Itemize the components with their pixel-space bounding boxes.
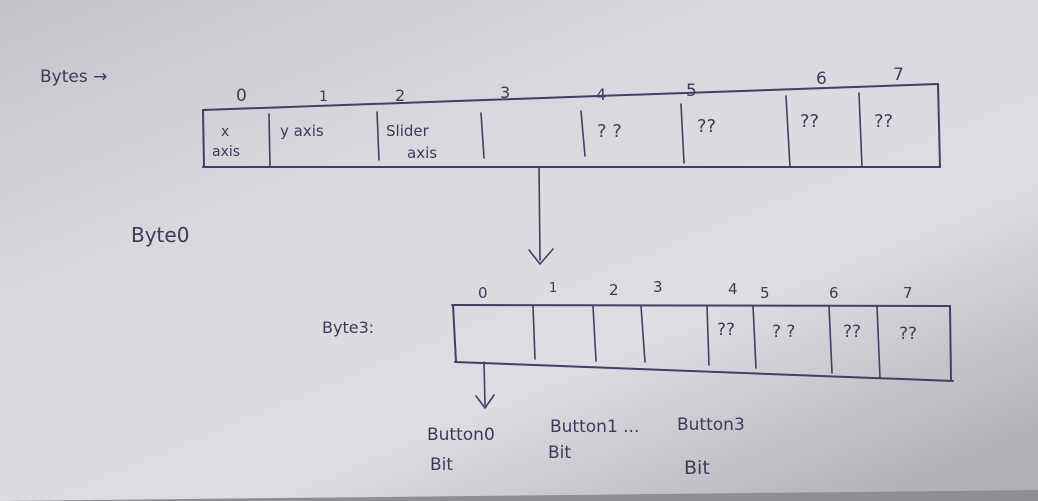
byte3-index-5: 5 <box>760 284 770 302</box>
bytes-cell-0-line2: axis <box>212 144 240 160</box>
bytes-divider-4 <box>580 110 586 157</box>
byte3-cell-7: ?? <box>899 324 917 344</box>
byte3-index-0: 0 <box>478 284 488 302</box>
bytes-index-3: 3 <box>500 83 510 102</box>
byte3-index-1: 1 <box>549 281 557 296</box>
bytes-index-7: 7 <box>893 65 904 85</box>
bytes-table <box>202 83 941 168</box>
bytes-divider-2 <box>376 111 380 161</box>
bytes-divider-7 <box>858 92 863 168</box>
bytes-cell-0-line1: x <box>221 124 229 140</box>
bytes-table-right-border <box>937 83 941 168</box>
byte3-cell-6: ?? <box>843 322 861 342</box>
bytes-table-top-border <box>202 83 939 111</box>
byte0-label: Byte0 <box>131 223 189 247</box>
byte3-table-bottom-border <box>454 361 954 382</box>
bytes-cell-1-line1: y axis <box>280 122 324 140</box>
button3-bit-label: Bit <box>684 457 710 479</box>
byte3-divider-5 <box>752 305 757 369</box>
down-arrow-to-byte3 <box>528 167 554 265</box>
bytes-cell-5-line1: ?? <box>697 116 716 137</box>
bytes-cell-7-line1: ?? <box>874 111 893 132</box>
byte3-index-4: 4 <box>728 280 738 298</box>
bytes-index-2: 2 <box>395 86 405 105</box>
byte3-divider-6 <box>828 305 833 374</box>
bytes-index-6: 6 <box>816 69 827 89</box>
byte3-index-3: 3 <box>653 278 663 296</box>
byte3-cell-texts: ?? ? ? ?? ?? <box>717 320 917 344</box>
bytes-cell-4-line1: ? ? <box>597 121 622 142</box>
byte3-divider-4 <box>706 305 710 366</box>
bytes-cell-texts: x axis y axis Slider axis ? ? ?? ?? ?? <box>212 111 893 162</box>
byte3-cell-5: ? ? <box>772 322 795 342</box>
button-labels: Button0 Bit Button1 ... Bit Button3 Bit <box>427 415 745 479</box>
byte3-table-top-border <box>451 304 951 307</box>
byte3-index-labels: 0 1 2 3 4 5 6 7 <box>478 278 913 302</box>
bytes-table-left-border <box>202 109 205 168</box>
byte3-divider-7 <box>876 305 881 379</box>
button3-label: Button3 <box>677 415 745 435</box>
byte3-divider-1 <box>532 305 536 360</box>
byte3-table-right-border <box>949 305 952 381</box>
button1-label: Button1 ... <box>550 417 639 437</box>
bytes-index-4: 4 <box>596 85 606 104</box>
down-arrow-to-button0 <box>475 361 495 409</box>
bytes-index-1: 1 <box>319 89 328 105</box>
bytes-divider-6 <box>785 95 791 168</box>
bytes-cell-2-line2: axis <box>407 144 437 162</box>
bytes-cell-2-line1: Slider <box>386 122 430 140</box>
byte3-divider-3 <box>640 305 646 363</box>
bytes-divider-3 <box>480 112 485 159</box>
button0-bit-label: Bit <box>430 455 453 475</box>
byte3-table-left-border <box>452 304 457 363</box>
button1-bit-label: Bit <box>548 443 571 463</box>
byte3-label: Byte3: <box>322 318 374 337</box>
byte3-index-7: 7 <box>903 284 913 302</box>
byte3-index-6: 6 <box>829 284 839 302</box>
bytes-index-labels: 0 1 2 3 4 5 6 7 <box>236 65 904 106</box>
bytes-index-5: 5 <box>686 81 697 101</box>
byte3-table <box>451 304 954 382</box>
byte3-divider-2 <box>592 305 597 362</box>
bytes-divider-5 <box>680 103 685 164</box>
bytes-label: Bytes → <box>40 67 107 87</box>
bytes-divider-1 <box>268 113 271 168</box>
byte3-cell-4: ?? <box>717 320 735 340</box>
button0-label: Button0 <box>427 425 495 445</box>
bytes-index-0: 0 <box>236 86 247 106</box>
byte3-index-2: 2 <box>609 281 619 299</box>
bytes-cell-6-line1: ?? <box>800 111 819 132</box>
